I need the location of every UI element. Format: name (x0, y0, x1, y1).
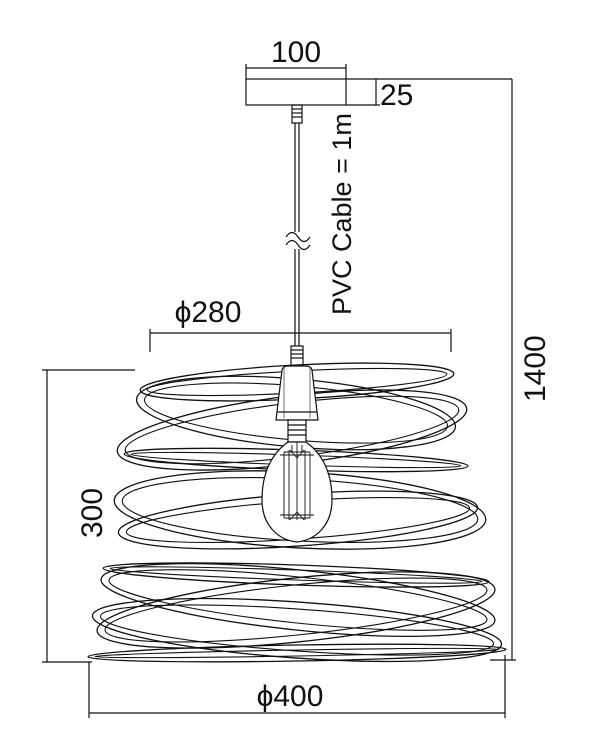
bottom-diameter-dimension: ϕ400 (88, 655, 506, 718)
shade-height-dimension: 300 (42, 369, 135, 663)
canopy-height-label: 25 (380, 79, 413, 112)
edison-bulb (261, 419, 333, 543)
total-height-dimension: 1400 (490, 79, 552, 661)
total-height-label: 1400 (519, 335, 552, 402)
canopy-height-dimension: 25 (346, 78, 512, 112)
canopy-width-dimension: 100 (245, 36, 347, 79)
bottom-diameter-label: ϕ400 (257, 680, 324, 713)
cable (285, 104, 311, 367)
top-diameter-dimension: ϕ280 (149, 296, 452, 352)
shade-height-label: 300 (76, 488, 109, 538)
lamp-holder (275, 365, 319, 421)
top-diameter-label: ϕ280 (175, 296, 242, 329)
canopy (245, 78, 347, 106)
canopy-width-label: 100 (271, 36, 321, 69)
cable-length-label: PVC Cable = 1m (327, 113, 357, 315)
